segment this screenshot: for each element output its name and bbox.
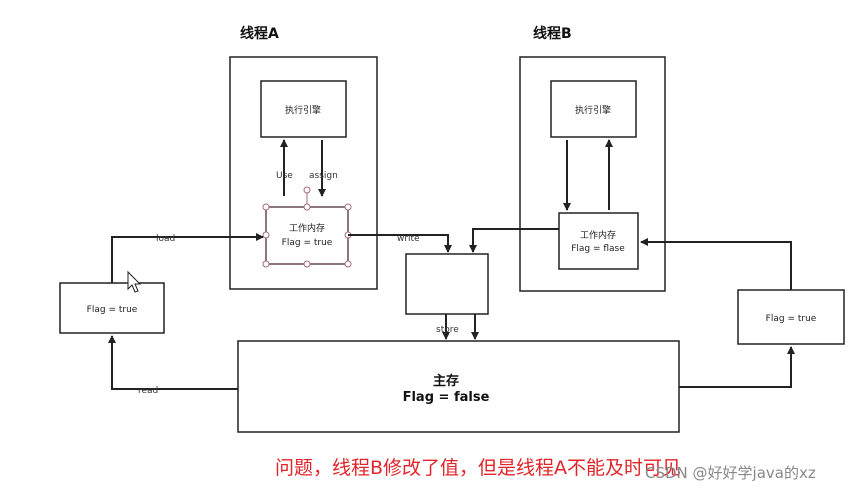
read-arrow — [108, 335, 238, 390]
mouse-cursor-icon — [127, 270, 142, 293]
thread-b-engine-label: 执行引擎 — [575, 104, 611, 116]
left-flag-box — [59, 282, 165, 334]
right-flag-value: Flag = true — [766, 314, 817, 324]
watermark-text: CSDN @好好学java的xz — [645, 464, 816, 482]
thread-b-title: 线程B — [533, 25, 572, 42]
thread-b-write-arrow — [469, 228, 559, 253]
thread-b-work-memory-value: Flag = flase — [571, 244, 625, 254]
store-label: store — [436, 325, 459, 335]
selection-handles[interactable] — [262, 186, 352, 268]
use-label: Use — [276, 171, 293, 181]
thread-b-work-memory-title: 工作内存 — [580, 229, 616, 241]
transfer-box — [405, 253, 489, 315]
thread-b-work-memory-box — [558, 212, 639, 270]
load-label: load — [156, 234, 175, 244]
thread-b-frame — [519, 56, 666, 292]
thread-b-engine-box — [550, 80, 637, 138]
assign-label: assign — [309, 171, 338, 181]
main-memory-title: 主存 — [433, 373, 459, 389]
thread-a-frame — [229, 56, 378, 290]
main-memory-box — [237, 340, 680, 433]
load-arrow — [111, 233, 264, 283]
read-label: read — [138, 386, 158, 396]
thread-a-engine-box — [260, 80, 347, 138]
write-arrow — [348, 234, 452, 253]
thread-a-title: 线程A — [240, 25, 279, 42]
main-memory-value: Flag = false — [403, 390, 490, 405]
caption-text: 问题，线程B修改了值，但是线程A不能及时可见 — [275, 457, 681, 479]
right-read-arrow — [679, 346, 795, 388]
thread-a-work-memory-title: 工作内存 — [289, 222, 325, 234]
left-flag-value: Flag = true — [87, 305, 138, 315]
write-label: write — [397, 234, 420, 244]
thread-a-engine-label: 执行引擎 — [285, 104, 321, 116]
thread-a-work-memory-box[interactable] — [265, 206, 349, 265]
right-load-arrow — [640, 238, 792, 290]
thread-a-work-memory-value: Flag = true — [282, 238, 333, 248]
